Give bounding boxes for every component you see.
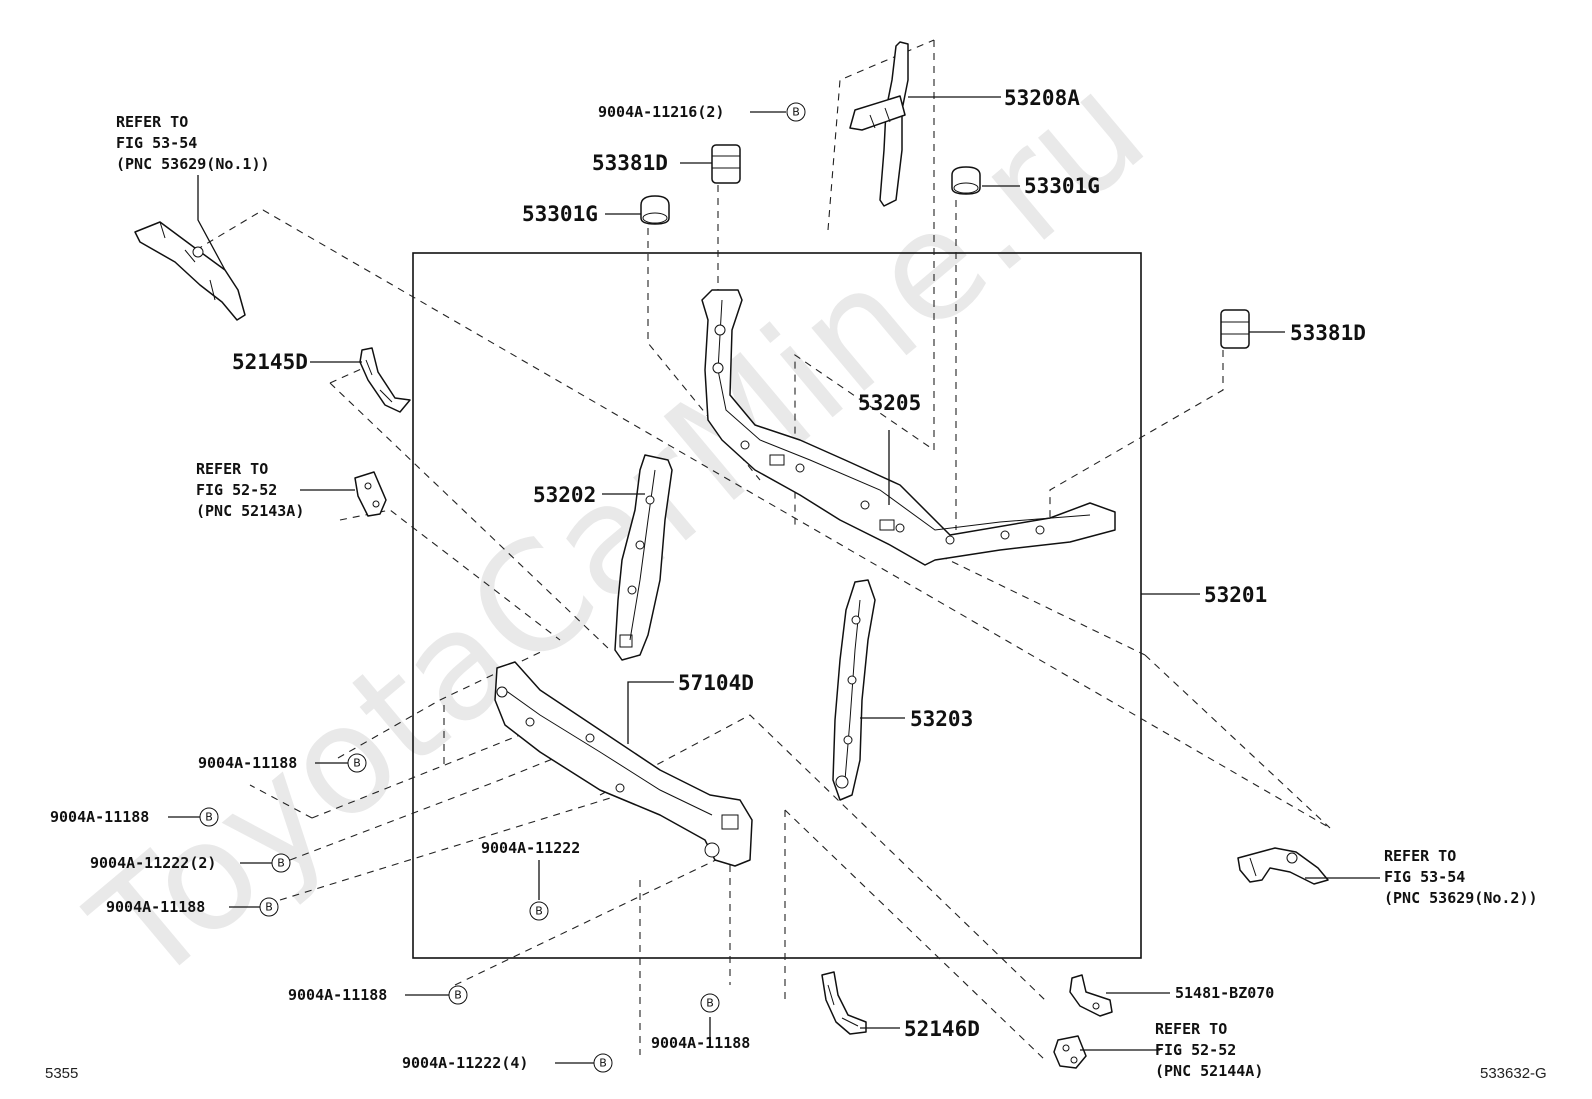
part-53208A-drawing[interactable]	[849, 41, 909, 207]
ref-note-4-line-2[interactable]: FIG 52-52	[1155, 1041, 1236, 1059]
ref-note-2-line-3[interactable]: (PNC 52143A)	[196, 502, 304, 520]
svg-text:B: B	[599, 1057, 607, 1070]
page-code-right: 533632-G	[1480, 1065, 1547, 1082]
label-53381D-top[interactable]: 53381D	[592, 151, 668, 175]
bolt-marker-b: B	[593, 1053, 613, 1073]
ref-bracket-53629-no1-drawing[interactable]	[134, 221, 246, 321]
bolt-marker-b: B	[271, 853, 291, 873]
bolt-marker-b: B	[529, 901, 549, 921]
label-52145D[interactable]: 52145D	[232, 350, 308, 374]
ref-note-1-line-2[interactable]: FIG 53-54	[116, 134, 197, 152]
ref-note-2-line-1[interactable]: REFER TO	[196, 460, 268, 478]
svg-text:B: B	[706, 997, 714, 1010]
part-labels: 53208A 53381D 53301G 53301G 53381D 52145…	[232, 86, 1366, 1041]
assembly-dashed-lines	[195, 39, 1331, 1061]
label-9004A-11222-2[interactable]: 9004A-11222(2)	[90, 854, 216, 872]
bolt-marker-b: B	[700, 993, 720, 1013]
ref-note-1-line-3[interactable]: (PNC 53629(No.1))	[116, 155, 270, 173]
label-53381D-right[interactable]: 53381D	[1290, 321, 1366, 345]
label-9004A-11188-a[interactable]: 9004A-11188	[198, 754, 297, 772]
svg-text:B: B	[353, 757, 361, 770]
label-9004A-11188-e[interactable]: 9004A-11188	[651, 1034, 750, 1052]
label-53201[interactable]: 53201	[1204, 583, 1267, 607]
label-9004A-11222[interactable]: 9004A-11222	[481, 839, 580, 857]
bolt-marker-b: B	[786, 102, 806, 122]
page-code-left: 5355	[45, 1065, 78, 1082]
bolt-marker-b: B	[259, 897, 279, 917]
label-53301G-left[interactable]: 53301G	[522, 202, 598, 226]
leader-lines	[168, 96, 1380, 1064]
label-53205[interactable]: 53205	[858, 391, 921, 415]
label-9004A-11188-b[interactable]: 9004A-11188	[50, 808, 149, 826]
part-52146D-drawing[interactable]	[821, 971, 867, 1035]
label-9004A-11188-c[interactable]: 9004A-11188	[106, 898, 205, 916]
bolt-marker-b: B	[347, 753, 367, 773]
svg-text:B: B	[205, 811, 213, 824]
part-53301G-left-drawing[interactable]	[640, 195, 670, 225]
label-53203[interactable]: 53203	[910, 707, 973, 731]
ref-note-4-line-3[interactable]: (PNC 52144A)	[1155, 1062, 1263, 1080]
part-53205-drawing[interactable]	[701, 289, 1116, 566]
ref-bracket-53629-no2-drawing[interactable]	[1237, 847, 1329, 885]
part-57104D-drawing[interactable]	[494, 661, 753, 867]
part-53381D-right-drawing[interactable]	[1220, 309, 1250, 349]
part-52145D-drawing[interactable]	[359, 347, 411, 413]
bolt-marker-b: B	[199, 807, 219, 827]
svg-text:B: B	[535, 905, 543, 918]
label-9004A-11222-4[interactable]: 9004A-11222(4)	[402, 1054, 528, 1072]
svg-text:B: B	[277, 857, 285, 870]
ref-note-4-line-1[interactable]: REFER TO	[1155, 1020, 1227, 1038]
fastener-labels: 9004A-11216(2) B 9004A-11188 B 9004A-111…	[50, 102, 1274, 1073]
part-53202-drawing[interactable]	[614, 454, 673, 661]
label-9004A-11216-2[interactable]: 9004A-11216(2)	[598, 103, 724, 121]
bolt-marker-b: B	[448, 985, 468, 1005]
label-51481-BZ070[interactable]: 51481-BZ070	[1175, 984, 1274, 1002]
ref-plate-52144A-drawing[interactable]	[1053, 1035, 1087, 1069]
svg-text:B: B	[792, 106, 800, 119]
label-9004A-11188-d[interactable]: 9004A-11188	[288, 986, 387, 1004]
ref-plate-52143A-drawing[interactable]	[354, 471, 387, 517]
label-57104D[interactable]: 57104D	[678, 671, 754, 695]
part-53301G-right-drawing[interactable]	[951, 166, 981, 195]
refer-notes: REFER TO FIG 53-54 (PNC 53629(No.1)) REF…	[116, 113, 1538, 1080]
part-51481-BZ070-drawing[interactable]	[1069, 974, 1113, 1017]
svg-text:B: B	[265, 901, 273, 914]
label-53301G-right[interactable]: 53301G	[1024, 174, 1100, 198]
ref-note-3-line-1[interactable]: REFER TO	[1384, 847, 1456, 865]
label-53202[interactable]: 53202	[533, 483, 596, 507]
svg-text:B: B	[454, 989, 462, 1002]
ref-note-1-line-1[interactable]: REFER TO	[116, 113, 188, 131]
ref-note-3-line-3[interactable]: (PNC 53629(No.2))	[1384, 889, 1538, 907]
part-53203-drawing[interactable]	[832, 579, 876, 801]
ref-note-3-line-2[interactable]: FIG 53-54	[1384, 868, 1465, 886]
ref-note-2-line-2[interactable]: FIG 52-52	[196, 481, 277, 499]
label-52146D[interactable]: 52146D	[904, 1017, 980, 1041]
assembly-frame	[412, 252, 1142, 959]
label-53208A[interactable]: 53208A	[1004, 86, 1080, 110]
part-53381D-top-drawing[interactable]	[711, 144, 741, 184]
